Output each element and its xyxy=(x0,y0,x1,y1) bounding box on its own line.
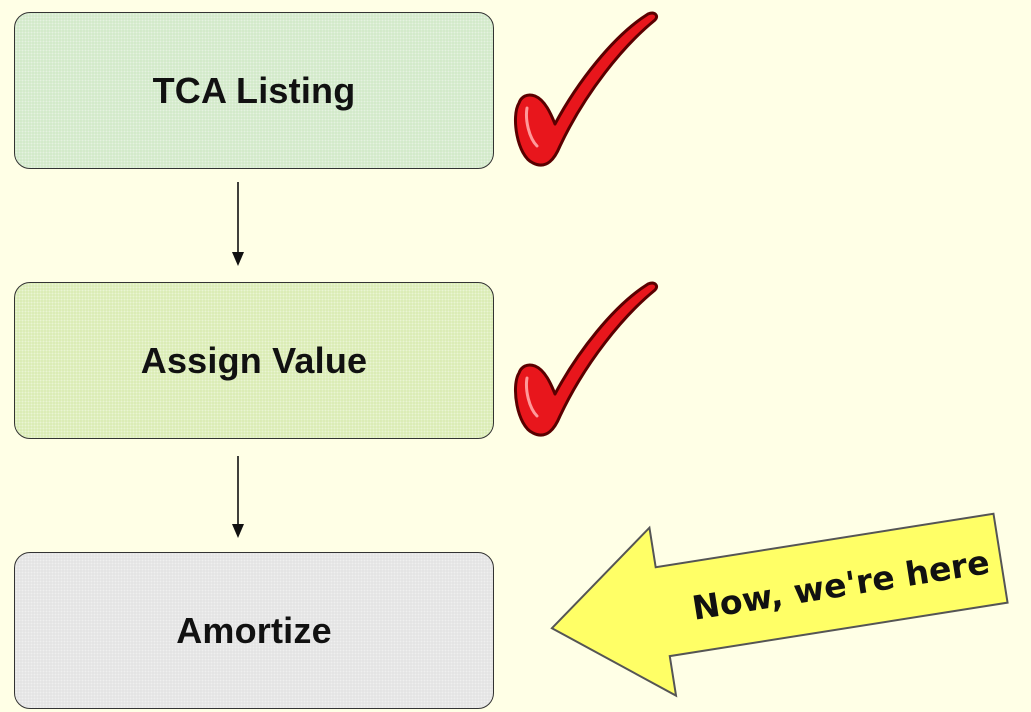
checkmark-icon xyxy=(514,281,659,437)
step-box-amortize: Amortize xyxy=(14,552,494,709)
connector-arrow xyxy=(232,456,244,538)
step-box-tca-listing: TCA Listing xyxy=(14,12,494,169)
step-label: TCA Listing xyxy=(152,69,356,111)
step-box-assign-value: Assign Value xyxy=(14,282,494,439)
connector-arrow xyxy=(232,182,244,266)
step-label: Amortize xyxy=(176,609,332,651)
step-label: Assign Value xyxy=(140,339,368,381)
checkmark-icon xyxy=(514,11,659,167)
callout-arrow: Now, we're here xyxy=(550,512,1009,698)
